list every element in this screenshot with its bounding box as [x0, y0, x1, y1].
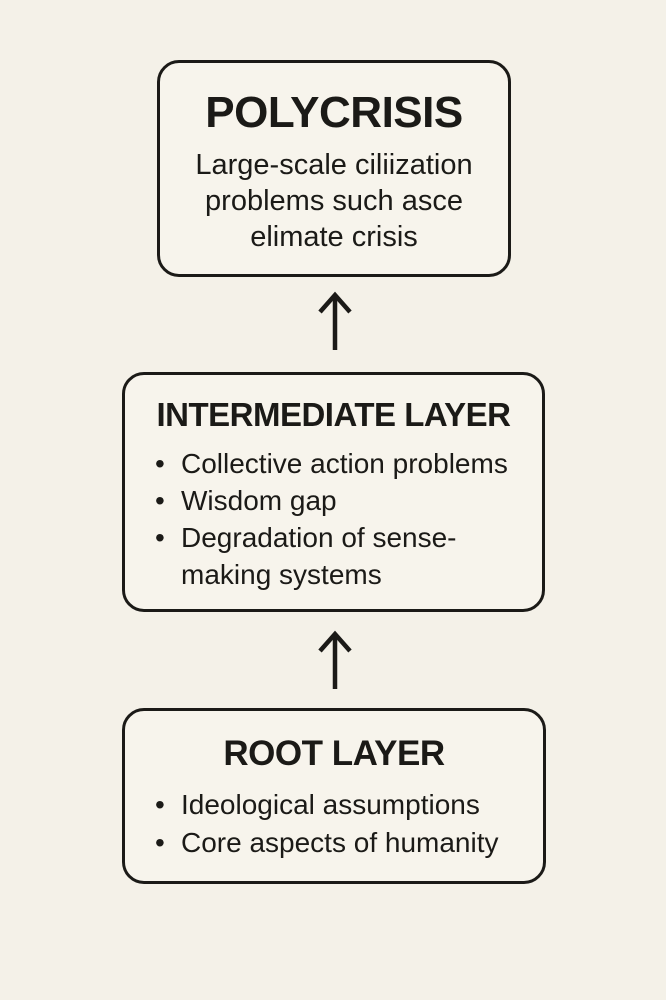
intermediate-layer-bullet-list: • Collective action problems • Wisdom ga…	[125, 445, 542, 593]
polycrisis-box: POLYCRISIS Large-scale ciliization probl…	[157, 60, 511, 277]
polycrisis-description-line: elimate crisis	[250, 221, 418, 254]
polycrisis-description: Large-scale ciliization problems such as…	[160, 147, 508, 255]
root-layer-bullet-list: • Ideological assumptions • Core aspects…	[125, 786, 543, 862]
list-item: • Degradation of sense-making systems	[155, 519, 530, 593]
up-arrow-icon	[318, 630, 352, 689]
list-item: • Collective action problems	[155, 445, 530, 482]
bullet-text: Wisdom gap	[181, 485, 337, 517]
up-arrow-icon	[318, 291, 352, 350]
root-layer-box: ROOT LAYER • Ideological assumptions • C…	[122, 708, 546, 884]
bullet-text: Ideological assumptions	[181, 788, 480, 820]
intermediate-layer-title: INTERMEDIATE LAYER	[156, 396, 511, 433]
bullet-dot-icon: •	[155, 826, 165, 858]
intermediate-layer-box: INTERMEDIATE LAYER • Collective action p…	[122, 372, 545, 612]
root-layer-title: ROOT LAYER	[223, 734, 445, 773]
bullet-text: Collective action problems	[181, 448, 508, 480]
polycrisis-description-line: Large-scale ciliization	[195, 149, 473, 182]
bullet-text: Degradation of sense-making systems	[181, 522, 457, 591]
polycrisis-description-line: problems such asce	[205, 185, 463, 218]
polycrisis-title: POLYCRISIS	[205, 88, 463, 137]
bullet-dot-icon: •	[155, 485, 165, 517]
list-item: • Ideological assumptions	[155, 786, 531, 824]
list-item: • Core aspects of humanity	[155, 824, 531, 862]
bullet-dot-icon: •	[155, 788, 165, 820]
list-item: • Wisdom gap	[155, 482, 530, 519]
bullet-text: Core aspects of humanity	[181, 826, 499, 858]
bullet-dot-icon: •	[155, 448, 165, 480]
bullet-dot-icon: •	[155, 522, 165, 554]
